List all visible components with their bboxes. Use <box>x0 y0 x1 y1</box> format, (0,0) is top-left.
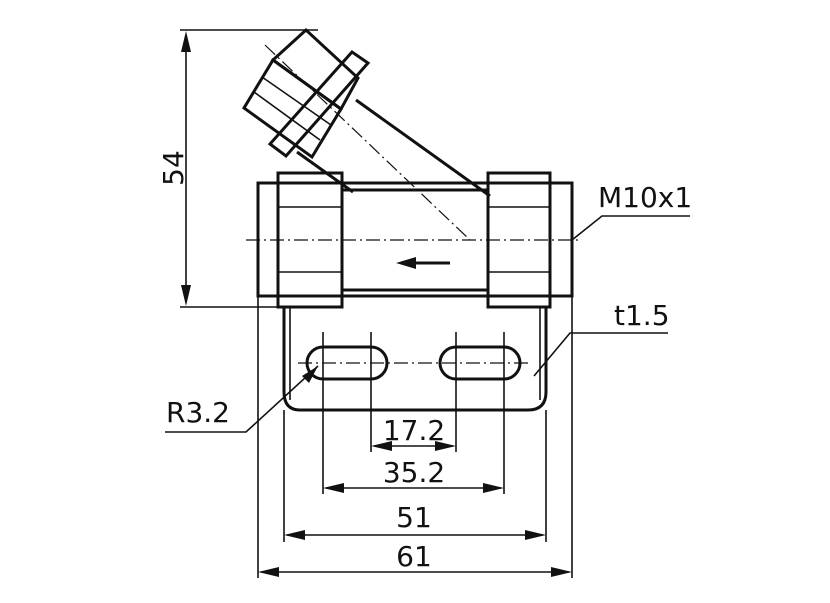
leader-thickness: t1.5 <box>533 299 670 377</box>
thread-label: M10x1 <box>598 181 692 214</box>
dim-slot-outer: 35.2 <box>323 456 504 493</box>
slot-outer-label: 35.2 <box>383 456 445 489</box>
extension-lines <box>257 296 573 578</box>
cap-top <box>270 27 360 112</box>
height-dim-label: 54 <box>157 150 190 186</box>
flow-arrow-head <box>396 257 416 269</box>
leader-thread: M10x1 <box>571 181 692 241</box>
valve-body <box>246 171 578 309</box>
slot-spacing-label: 17.2 <box>383 414 445 447</box>
thickness-label: t1.5 <box>614 299 670 332</box>
branch-flange <box>267 50 371 159</box>
dim-bracket-width: 51 <box>284 501 546 540</box>
left-nut <box>276 171 344 309</box>
dim-overall-width: 61 <box>258 540 572 577</box>
leader-radius: R3.2 <box>165 365 319 433</box>
overall-width-label: 61 <box>396 540 432 573</box>
dim-slot-spacing: 17.2 <box>371 414 456 451</box>
mounting-bracket <box>282 307 548 412</box>
strainer-branch <box>242 27 491 241</box>
dim-height-54: 54 <box>157 29 318 308</box>
bracket-width-label: 51 <box>396 501 432 534</box>
radius-label: R3.2 <box>166 396 230 429</box>
